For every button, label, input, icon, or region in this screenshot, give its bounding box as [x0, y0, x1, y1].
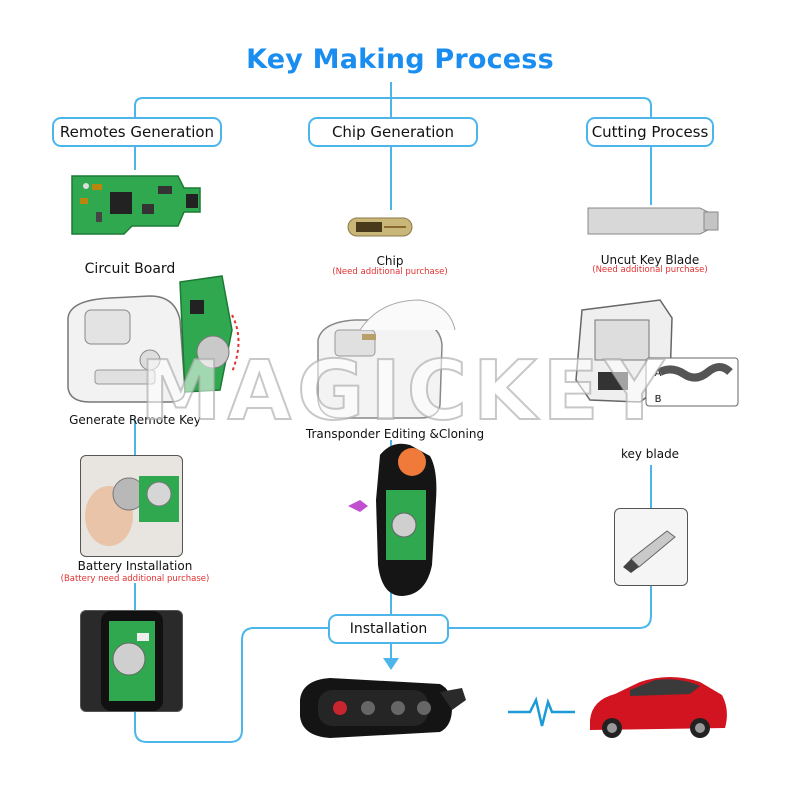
- down-arrow-icon: [383, 658, 399, 670]
- circuit-board-label: Circuit Board: [84, 261, 176, 277]
- panic-button-icon: [333, 701, 347, 715]
- chip-generation-label: Chip Generation: [308, 117, 478, 147]
- key-blade-label: key blade: [620, 447, 680, 461]
- page-title: Key Making Process: [246, 44, 554, 75]
- generate-remote-key-label: Generate Remote Key: [69, 413, 201, 427]
- uncut-blade-label: Uncut Key Blade: [600, 253, 700, 267]
- cutting-process-label: Cutting Process: [586, 117, 714, 147]
- chip-label: Chip: [376, 254, 404, 268]
- unlock-button-icon: [417, 701, 431, 715]
- installation-label: Installation: [328, 614, 449, 644]
- trunk-button-icon: [391, 701, 405, 715]
- pointing-hand-icon: [348, 500, 368, 512]
- cut-blade-photo: [614, 508, 688, 586]
- marker-a: A: [654, 368, 662, 379]
- marker-b: B: [654, 394, 662, 405]
- battery-photo: [80, 455, 183, 557]
- battery-note: (Battery need additional purchase): [60, 574, 210, 584]
- remote-housing-photo: [80, 610, 183, 712]
- heartbeat-icon: [508, 696, 575, 727]
- lock-button-icon: [361, 701, 375, 715]
- watermark-logo: MAGICKEY: [139, 343, 670, 440]
- battery-installation-label: Battery Installation: [77, 559, 193, 573]
- transponder-label: Transponder Editing &Cloning: [305, 427, 485, 441]
- blade-note: (Need additional purchase): [592, 265, 708, 275]
- remotes-generation-label: Remotes Generation: [52, 117, 222, 147]
- chip-note: (Need additional purchase): [332, 267, 448, 277]
